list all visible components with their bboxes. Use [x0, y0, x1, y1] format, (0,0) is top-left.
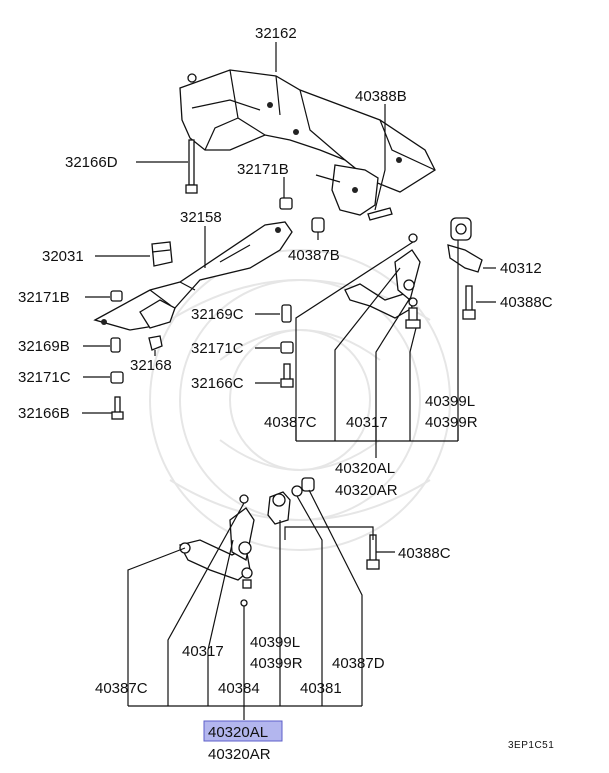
label-40399L-lower: 40399L [250, 634, 300, 651]
label-40317-lower: 40317 [182, 643, 224, 660]
lower-control-arm-assembly [179, 494, 255, 607]
bolt-40388C-right [462, 285, 476, 320]
label-40320AR-lower: 40320AR [208, 746, 271, 763]
label-40399L-upper: 40399L [425, 393, 475, 410]
label-40399R-lower: 40399R [250, 655, 303, 672]
label-40312: 40312 [500, 260, 542, 277]
bushing-40312 [447, 217, 483, 273]
label-40387C-lower: 40387C [95, 680, 148, 697]
label-40320AR-upper: 40320AR [335, 482, 398, 499]
mount-32031 [151, 241, 173, 267]
label-32031: 32031 [42, 248, 84, 265]
nut-32171C-left [110, 371, 124, 384]
label-40381: 40381 [300, 680, 342, 697]
label-32168: 32168 [130, 357, 172, 374]
label-32171B-left: 32171B [18, 289, 70, 306]
nut-32171B-left [110, 290, 123, 302]
nut-32171B-top [279, 197, 293, 210]
nut-40387B [311, 217, 325, 233]
label-32158: 32158 [180, 209, 222, 226]
label-40317-upper: 40317 [346, 414, 388, 431]
bushing-40399-lower [267, 491, 291, 525]
label-32166C: 32166C [191, 375, 244, 392]
crossmember-subframe [179, 69, 436, 221]
part-32168 [148, 335, 163, 351]
nut-32171C-mid [280, 341, 294, 354]
highlight-box [203, 720, 283, 742]
label-32162: 32162 [255, 25, 297, 42]
bolt-32166B [111, 396, 124, 420]
label-32171B-top: 32171B [237, 161, 289, 178]
label-40388C-right: 40388C [500, 294, 553, 311]
bolt-32166C [280, 363, 294, 388]
rear-member-32158 [93, 221, 293, 331]
label-40384: 40384 [218, 680, 260, 697]
label-32169B: 32169B [18, 338, 70, 355]
label-32171C-left: 32171C [18, 369, 71, 386]
label-40388C-lower: 40388C [398, 545, 451, 562]
part-labels: 32162 40388B 32166D 32171B 32158 32031 4… [18, 25, 554, 763]
collar-32169C [281, 304, 292, 323]
figure-code: 3EP1C51 [508, 740, 554, 751]
watermark-emblem [149, 249, 451, 551]
collar-32169B [110, 337, 121, 353]
label-40320AL-lower[interactable]: 40320AL [208, 724, 268, 741]
label-40387B: 40387B [288, 247, 340, 264]
leader-lines [82, 42, 496, 720]
label-40399R-upper: 40399R [425, 414, 478, 431]
washer-40381 [291, 485, 303, 497]
label-32166B: 32166B [18, 405, 70, 422]
label-32171C-mid: 32171C [191, 340, 244, 357]
nut-40387D [301, 477, 315, 492]
label-32169C: 32169C [191, 306, 244, 323]
label-40387D: 40387D [332, 655, 385, 672]
label-40387C-upper: 40387C [264, 414, 317, 431]
label-40320AL-upper: 40320AL [335, 460, 395, 477]
label-32166D: 32166D [65, 154, 118, 171]
label-40388B: 40388B [355, 88, 407, 105]
upper-control-arm-assembly [344, 233, 421, 329]
bolt-32166D [185, 139, 198, 194]
